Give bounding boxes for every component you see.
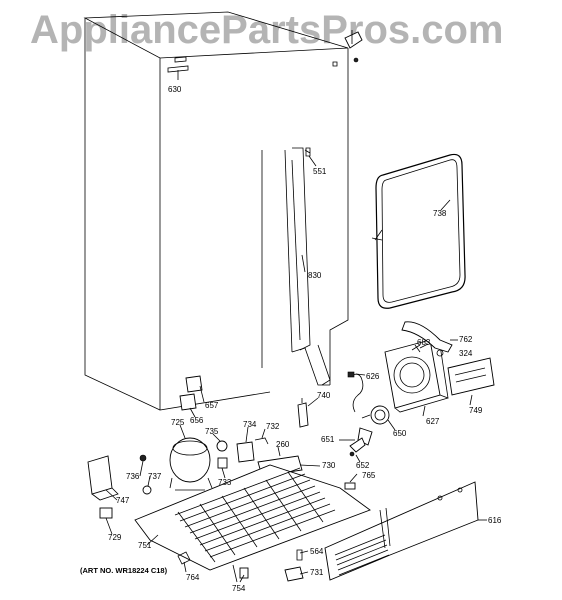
bracket-657 [185,375,203,393]
callout-260: 260 [276,440,290,449]
callout-730: 730 [322,461,336,470]
part-737 [142,485,152,495]
callout-751: 751 [138,541,152,550]
callout-733: 733 [218,478,232,487]
callout-651: 651 [321,435,335,444]
callout-747: 747 [116,496,130,505]
condenser-coil [174,467,336,563]
callout-627: 627 [426,417,440,426]
compressor-725 [169,437,213,491]
grille-vents [334,507,391,576]
bracket-731 [284,566,304,582]
part-683 [411,344,421,353]
callout-749: 749 [469,406,483,415]
part-765 [344,482,356,490]
fan-shroud-627 [384,339,449,413]
leader-lines [105,70,487,583]
grille-616 [324,481,479,581]
callout-765: 765 [362,471,376,480]
base-plate-751 [134,464,371,571]
callout-650: 650 [393,429,407,438]
screw-564 [296,549,303,561]
callout-735: 735 [205,427,219,436]
callout-740: 740 [317,391,331,400]
bracket-747 [87,455,119,501]
callout-656: 656 [190,416,204,425]
part-732 [254,437,269,445]
screw-551 [304,147,311,157]
callout-616: 616 [488,516,502,525]
part-735 [216,440,228,452]
callout-564: 564 [310,547,324,556]
part-764 [177,551,191,565]
fan-motor-650 [361,405,390,425]
part-733 [217,457,228,469]
callout-830: 830 [308,271,322,280]
callout-626: 626 [366,372,380,381]
callout-labels: 630 551 830 738 762 683 324 626 627 749 … [80,85,502,593]
part-754 [239,567,249,579]
part-736 [139,454,147,462]
callout-324: 324 [459,349,473,358]
fan-blade-651 [349,427,373,457]
callout-725: 725 [171,418,185,427]
duct-762 [401,321,453,353]
top-hinge-bracket [344,30,363,63]
callout-734: 734 [243,420,257,429]
part-729 [99,507,113,519]
site-watermark: AppliancePartsPros.com [30,8,504,52]
wire-harness-626 [347,371,364,413]
callout-737: 737 [148,472,162,481]
control-board-749 [447,357,495,396]
callout-731: 731 [310,568,324,577]
heater-loop-738 [371,153,466,309]
callout-657: 657 [205,401,219,410]
callout-738: 738 [433,209,447,218]
cabinet-body [83,11,349,411]
part-740 [297,398,309,428]
callout-729: 729 [108,533,122,542]
callout-652: 652 [356,461,370,470]
art-number-note: (ART NO. WR18224 C18) [80,566,168,575]
callout-732: 732 [266,422,280,431]
part-324 [436,349,444,357]
relay-734 [236,441,255,463]
callout-762: 762 [459,335,473,344]
callout-754: 754 [232,584,246,593]
callout-764: 764 [186,573,200,582]
callout-736: 736 [126,472,140,481]
bracket-656 [179,393,197,411]
callout-683: 683 [417,338,431,347]
callout-551: 551 [313,167,327,176]
callout-630: 630 [168,85,182,94]
